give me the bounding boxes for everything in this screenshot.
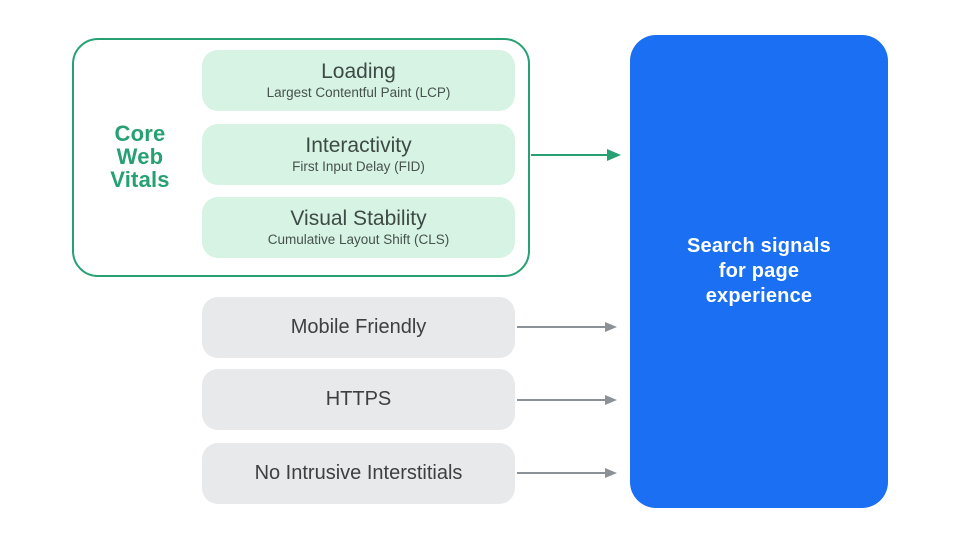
arrow-mobile-friendly-to-result — [517, 319, 617, 335]
vital-card-subtitle: Largest Contentful Paint (LCP) — [266, 85, 451, 100]
vital-card-loading: Loading Largest Contentful Paint (LCP) — [202, 50, 515, 111]
search-signals-label: Search signals for page experience — [687, 234, 831, 309]
core-web-vitals-label: Core Web Vitals — [84, 122, 196, 191]
signal-label: No Intrusive Interstitials — [254, 462, 463, 484]
arrow-shaft — [517, 399, 605, 401]
arrow-head-icon — [605, 468, 617, 478]
vital-card-subtitle: Cumulative Layout Shift (CLS) — [267, 232, 450, 247]
vital-card-interactivity: Interactivity First Input Delay (FID) — [202, 124, 515, 185]
arrow-https-to-result — [517, 392, 617, 408]
vital-card-title: Interactivity — [305, 134, 412, 157]
arrow-shaft — [517, 326, 605, 328]
arrow-core-web-vitals-to-result — [531, 147, 621, 163]
search-signals-label-line: for page — [718, 260, 800, 282]
signal-label: HTTPS — [325, 388, 392, 410]
arrow-head-icon — [605, 395, 617, 405]
arrow-shaft — [531, 154, 607, 156]
core-web-vitals-label-line: Web — [116, 144, 164, 169]
vital-card-title: Visual Stability — [290, 207, 427, 230]
core-web-vitals-label-line: Vitals — [110, 167, 170, 192]
arrow-interstitials-to-result — [517, 465, 617, 481]
arrow-head-icon — [605, 322, 617, 332]
vital-card-visual-stability: Visual Stability Cumulative Layout Shift… — [202, 197, 515, 258]
signal-box-https: HTTPS — [202, 369, 515, 430]
vital-card-subtitle: First Input Delay (FID) — [292, 159, 425, 174]
arrow-head-icon — [607, 149, 621, 161]
search-signals-label-line: Search signals — [687, 235, 831, 257]
arrow-shaft — [517, 472, 605, 474]
signal-box-mobile-friendly: Mobile Friendly — [202, 297, 515, 358]
search-signals-panel: Search signals for page experience — [630, 35, 888, 508]
signal-box-no-intrusive-interstitials: No Intrusive Interstitials — [202, 443, 515, 504]
core-web-vitals-label-line: Core — [114, 121, 166, 146]
search-signals-label-line: experience — [705, 285, 813, 307]
vital-card-title: Loading — [321, 60, 396, 83]
signal-label: Mobile Friendly — [290, 316, 427, 338]
